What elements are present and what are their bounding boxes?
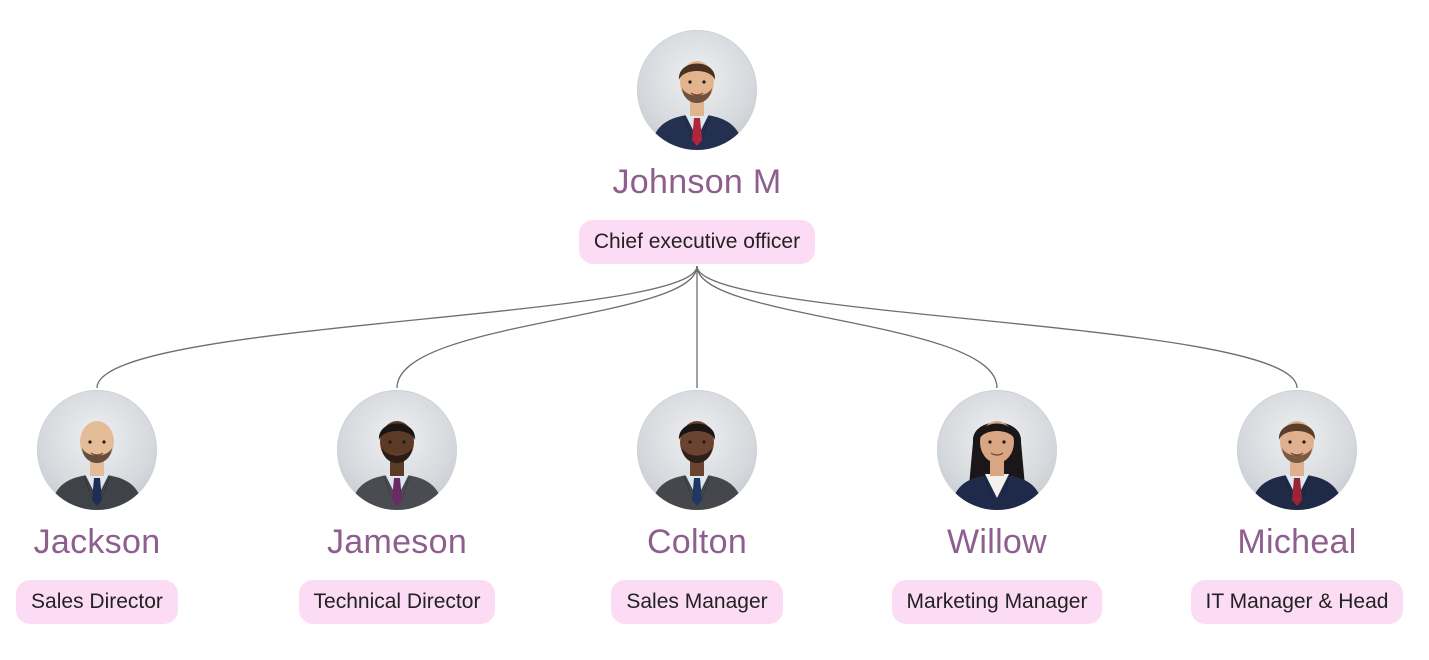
node-name: Micheal — [1237, 523, 1357, 561]
portrait-icon — [651, 61, 743, 150]
node-name: Johnson M — [612, 163, 782, 201]
node-micheal[interactable]: Micheal IT Manager & Head — [1167, 390, 1427, 624]
node-name: Colton — [646, 523, 748, 561]
node-jackson[interactable]: Jackson Sales Director — [0, 390, 227, 624]
avatar — [637, 30, 757, 150]
role-badge: Marketing Manager — [891, 580, 1103, 624]
connector-willow — [696, 265, 998, 389]
role-badge: Sales Director — [16, 580, 178, 624]
role-badge: Sales Manager — [611, 580, 783, 624]
portrait-icon — [51, 421, 143, 510]
portrait-icon — [951, 421, 1043, 510]
node-colton[interactable]: Colton Sales Manager — [567, 390, 827, 624]
avatar — [937, 390, 1057, 510]
portrait-icon — [351, 421, 443, 510]
avatar — [337, 390, 457, 510]
avatar — [637, 390, 757, 510]
portrait-icon — [651, 421, 743, 510]
connector-jameson — [396, 265, 698, 389]
avatar — [37, 390, 157, 510]
node-root[interactable]: Johnson M Chief executive officer — [567, 30, 827, 264]
node-name: Jackson — [33, 523, 161, 561]
role-badge: IT Manager & Head — [1190, 580, 1404, 624]
role-badge: Technical Director — [298, 580, 496, 624]
portrait-icon — [1251, 421, 1343, 510]
connector-jackson — [96, 265, 698, 389]
node-jameson[interactable]: Jameson Technical Director — [267, 390, 527, 624]
node-name: Jameson — [326, 523, 468, 561]
avatar — [1237, 390, 1357, 510]
connector-micheal — [696, 265, 1298, 389]
role-badge: Chief executive officer — [578, 220, 816, 264]
node-name: Willow — [946, 523, 1047, 561]
node-willow[interactable]: Willow Marketing Manager — [867, 390, 1127, 624]
